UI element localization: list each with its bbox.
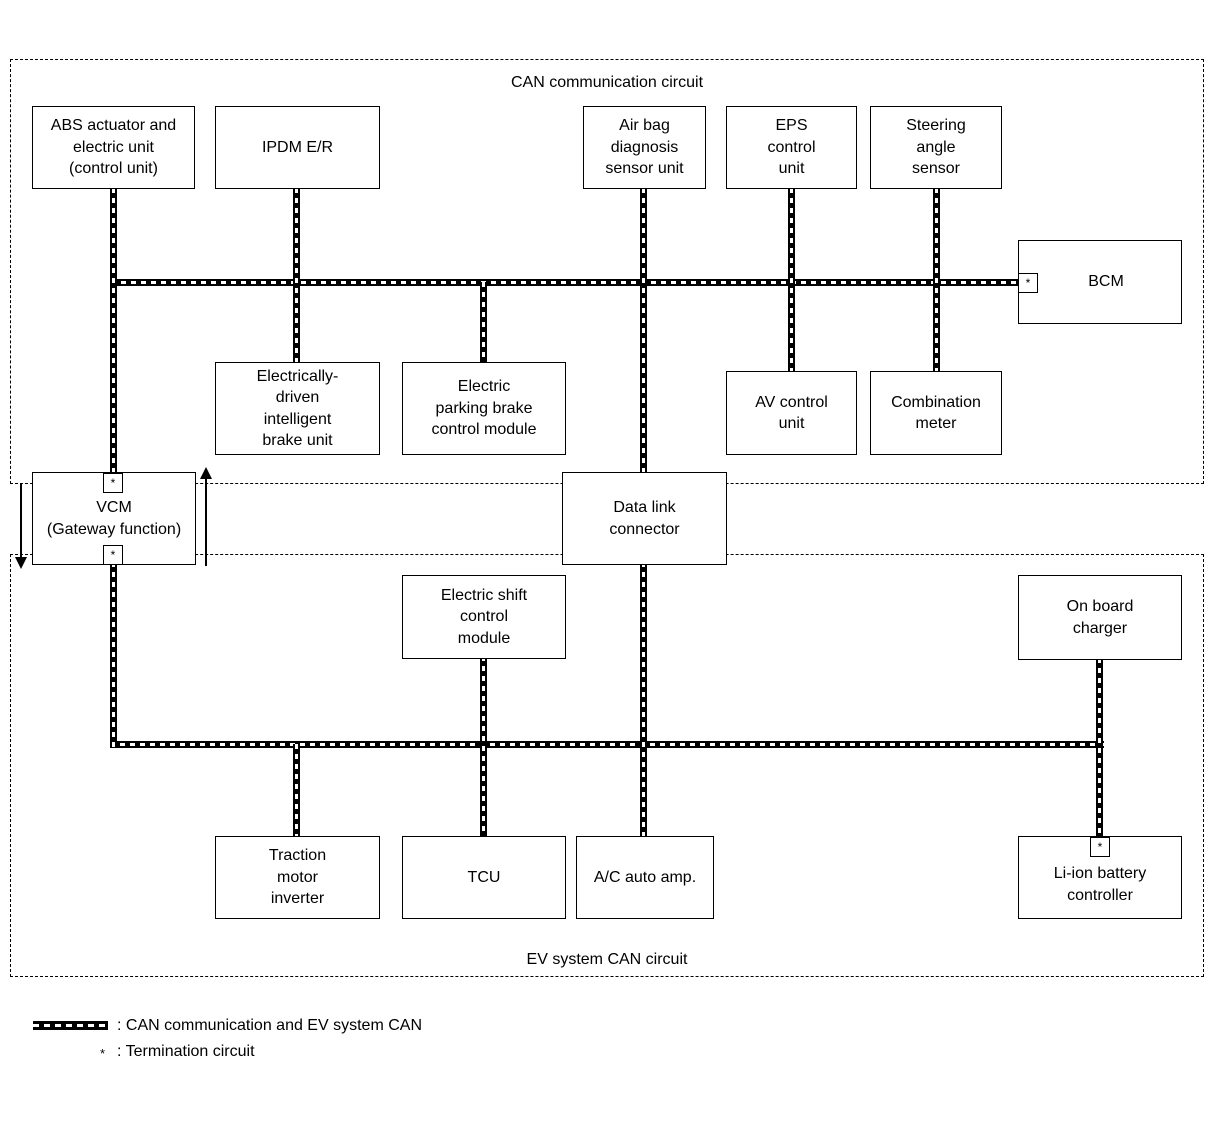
parking-brake-drop: [480, 282, 487, 364]
eps-av-drop: [788, 188, 795, 373]
data-link-connector-box: Data link connector: [562, 472, 727, 565]
ev-system-label: EV system CAN circuit: [526, 951, 688, 968]
legend-bus-sample: [33, 1021, 108, 1030]
ipdm-er-box: IPDM E/R: [215, 106, 380, 189]
shift-tcu-drop: [480, 656, 487, 837]
charger-battery-drop: [1096, 658, 1103, 838]
bcm-box: BCM: [1018, 240, 1182, 324]
electric-shift-box: Electric shift control module: [402, 575, 566, 659]
steering-meter-drop: [933, 188, 940, 373]
airbag-sensor-box: Air bag diagnosis sensor unit: [583, 106, 706, 189]
on-board-charger-box: On board charger: [1018, 575, 1182, 660]
termination-vcm-ev: *: [103, 545, 123, 565]
airbag-dlc-drop: [640, 188, 647, 474]
abs-actuator-box: ABS actuator and electric unit (control …: [32, 106, 195, 189]
combination-meter-box: Combination meter: [870, 371, 1002, 455]
inverter-drop: [293, 744, 300, 837]
abs-drop: [110, 188, 117, 475]
av-control-box: AV control unit: [726, 371, 857, 455]
can-communication-label: CAN communication circuit: [510, 74, 704, 91]
termination-battery: *: [1090, 837, 1110, 857]
eps-control-box: EPS control unit: [726, 106, 857, 189]
dlc-ev-drop: [640, 562, 647, 837]
traction-inverter-box: Traction motor inverter: [215, 836, 380, 919]
legend-bus-text: : CAN communication and EV system CAN: [117, 1017, 422, 1034]
can-main-bus: [111, 279, 1019, 286]
gateway-down-arrow-icon: [15, 557, 27, 569]
ipdm-drop: [293, 188, 300, 364]
ac-auto-amp-box: A/C auto amp.: [576, 836, 714, 919]
steering-angle-box: Steering angle sensor: [870, 106, 1002, 189]
gateway-up-arrow-icon: [200, 467, 212, 479]
legend-termination-symbol: *: [100, 1046, 106, 1061]
termination-vcm-can: *: [103, 473, 123, 493]
vcm-ev-drop: [110, 562, 117, 748]
termination-bcm: *: [1018, 273, 1038, 293]
tcu-box: TCU: [402, 836, 566, 919]
legend-termination-text: : Termination circuit: [117, 1043, 255, 1060]
ev-main-bus: [110, 741, 1104, 748]
parking-brake-box: Electric parking brake control module: [402, 362, 566, 455]
brake-unit-box: Electrically- driven intelligent brake u…: [215, 362, 380, 455]
gateway-up-arrow-line: [205, 479, 207, 566]
gateway-down-arrow-line: [20, 484, 22, 558]
